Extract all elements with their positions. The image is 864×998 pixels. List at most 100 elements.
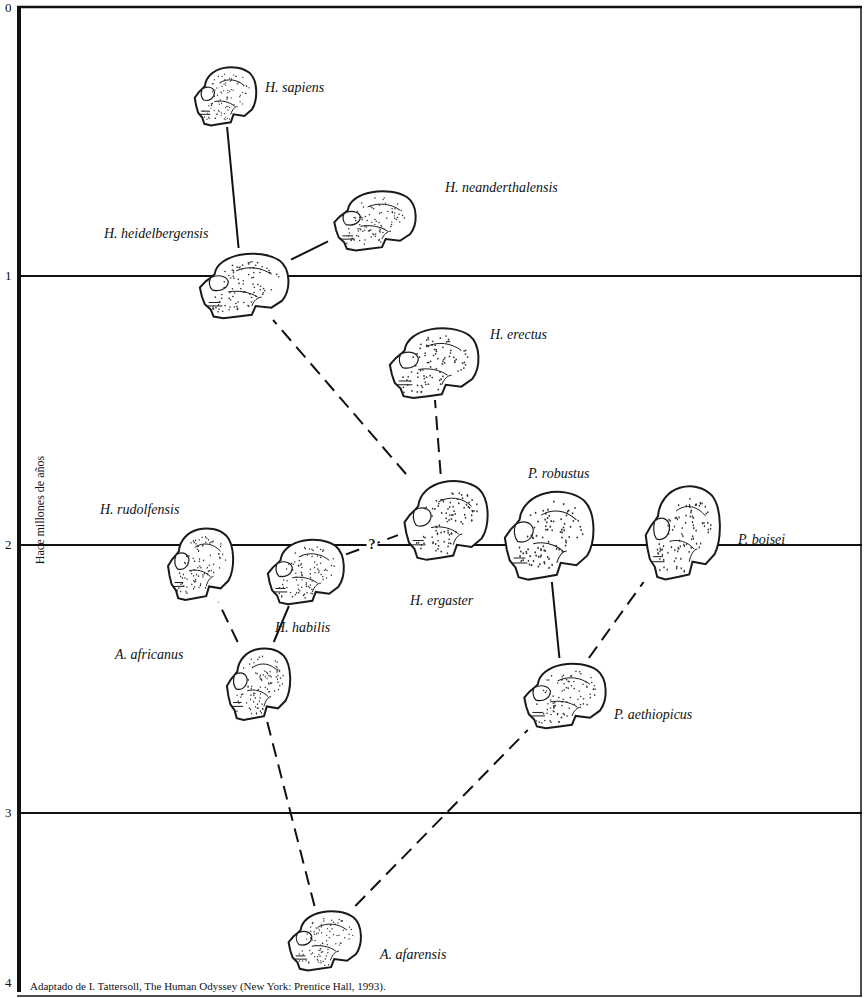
- stipple-dot: [185, 563, 186, 565]
- stipple-dot: [658, 543, 659, 545]
- stipple-dot: [267, 677, 268, 679]
- stipple-dot: [256, 712, 257, 714]
- stipple-dot: [262, 708, 263, 710]
- stipple-dot: [257, 659, 258, 661]
- stipple-dot: [278, 276, 280, 278]
- stipple-dot: [592, 689, 594, 691]
- stipple-dot: [416, 391, 418, 393]
- stipple-dot: [358, 230, 360, 231]
- stipple-dot: [403, 386, 405, 388]
- stipple-dot: [291, 563, 293, 565]
- stipple-dot: [300, 564, 302, 566]
- stipple-dot: [312, 550, 314, 552]
- stipple-dot: [233, 74, 234, 75]
- stipple-dot: [545, 513, 547, 515]
- stipple-dot: [214, 296, 216, 298]
- stipple-dot: [426, 344, 428, 346]
- skull-suture: [312, 924, 347, 959]
- stipple-dot: [207, 574, 208, 576]
- stipple-dot: [228, 275, 230, 277]
- stipple-dot: [236, 266, 238, 268]
- stipple-dot: [365, 216, 367, 217]
- stipple-dot: [705, 506, 706, 508]
- stipple-dot: [305, 548, 307, 550]
- stipple-dot: [693, 527, 694, 529]
- stipple-dot: [310, 584, 312, 586]
- stipple-dot: [243, 302, 245, 304]
- skull-outline: [524, 664, 605, 728]
- stipple-dot: [322, 951, 323, 952]
- stipple-dot: [219, 557, 220, 559]
- stipple-dot: [352, 935, 353, 936]
- stipple-dot: [231, 269, 233, 271]
- skull-illustration: [222, 642, 292, 722]
- stipple-dot: [447, 552, 449, 554]
- stipple-dot: [247, 305, 249, 307]
- stipple-dot: [394, 218, 396, 219]
- stipple-dot: [583, 698, 585, 700]
- skull-illustration: [283, 906, 363, 972]
- stipple-dot: [227, 106, 228, 107]
- stipple-dot: [205, 587, 206, 589]
- stipple-dot: [680, 545, 681, 547]
- stipple-dot: [265, 686, 266, 688]
- stipple-dot: [275, 665, 276, 667]
- stipple-dot: [324, 570, 326, 572]
- stipple-dot: [200, 585, 201, 587]
- stipple-dot: [440, 551, 442, 553]
- stipple-dot: [363, 206, 365, 207]
- stipple-dot: [322, 943, 323, 944]
- stipple-dot: [318, 932, 319, 933]
- stipple-dot: [563, 714, 565, 716]
- stipple-dot: [318, 961, 319, 962]
- stipple-dot: [692, 535, 693, 537]
- stipple-dot: [282, 584, 284, 586]
- stipple-dot: [440, 499, 442, 501]
- stipple-dot: [212, 306, 214, 308]
- stipple-dot: [198, 550, 199, 552]
- stipple-dot: [296, 592, 298, 594]
- stipple-dot: [542, 510, 544, 512]
- stipple-dot: [443, 359, 445, 361]
- stipple-dot: [361, 219, 363, 220]
- stipple-dot: [662, 548, 663, 550]
- stipple-dot: [213, 572, 214, 574]
- stipple-dot: [551, 564, 553, 566]
- stipple-dot: [580, 529, 582, 531]
- stipple-dot: [279, 670, 280, 672]
- stipple-dot: [546, 709, 548, 711]
- stipple-dot: [561, 537, 563, 539]
- stipple-dot: [391, 221, 393, 222]
- stipple-dot: [240, 95, 241, 96]
- uncertainty-mark: ?: [367, 538, 378, 552]
- stipple-dot: [221, 112, 222, 113]
- stipple-dot: [194, 560, 195, 562]
- stipple-dot: [322, 579, 324, 581]
- stipple-dot: [261, 703, 262, 705]
- stipple-dot: [243, 667, 244, 669]
- stipple-dot: [253, 662, 254, 664]
- stipple-dot: [263, 288, 265, 290]
- stipple-dot: [344, 937, 345, 938]
- stipple-dot: [460, 369, 462, 371]
- stipple-dot: [322, 943, 323, 944]
- stipple-dot: [563, 503, 565, 505]
- stipple-dot: [462, 497, 464, 499]
- stipple-dot: [439, 371, 441, 373]
- stipple-dot: [255, 706, 256, 708]
- stipple-dot: [237, 279, 239, 281]
- stipple-dot: [678, 516, 679, 518]
- stipple-dot: [435, 349, 437, 351]
- stipple-dot: [447, 340, 449, 342]
- stipple-dot: [257, 262, 259, 264]
- stipple-dot: [674, 549, 675, 551]
- stipple-dot: [318, 570, 320, 572]
- stipple-dot: [674, 525, 675, 527]
- stipple-dot: [467, 356, 469, 358]
- stipple-dot: [253, 267, 255, 269]
- stipple-dot: [594, 694, 596, 696]
- stipple-dot: [404, 217, 406, 218]
- stipple-dot: [268, 683, 269, 685]
- stipple-dot: [411, 390, 413, 392]
- skull-illustration: [498, 484, 596, 582]
